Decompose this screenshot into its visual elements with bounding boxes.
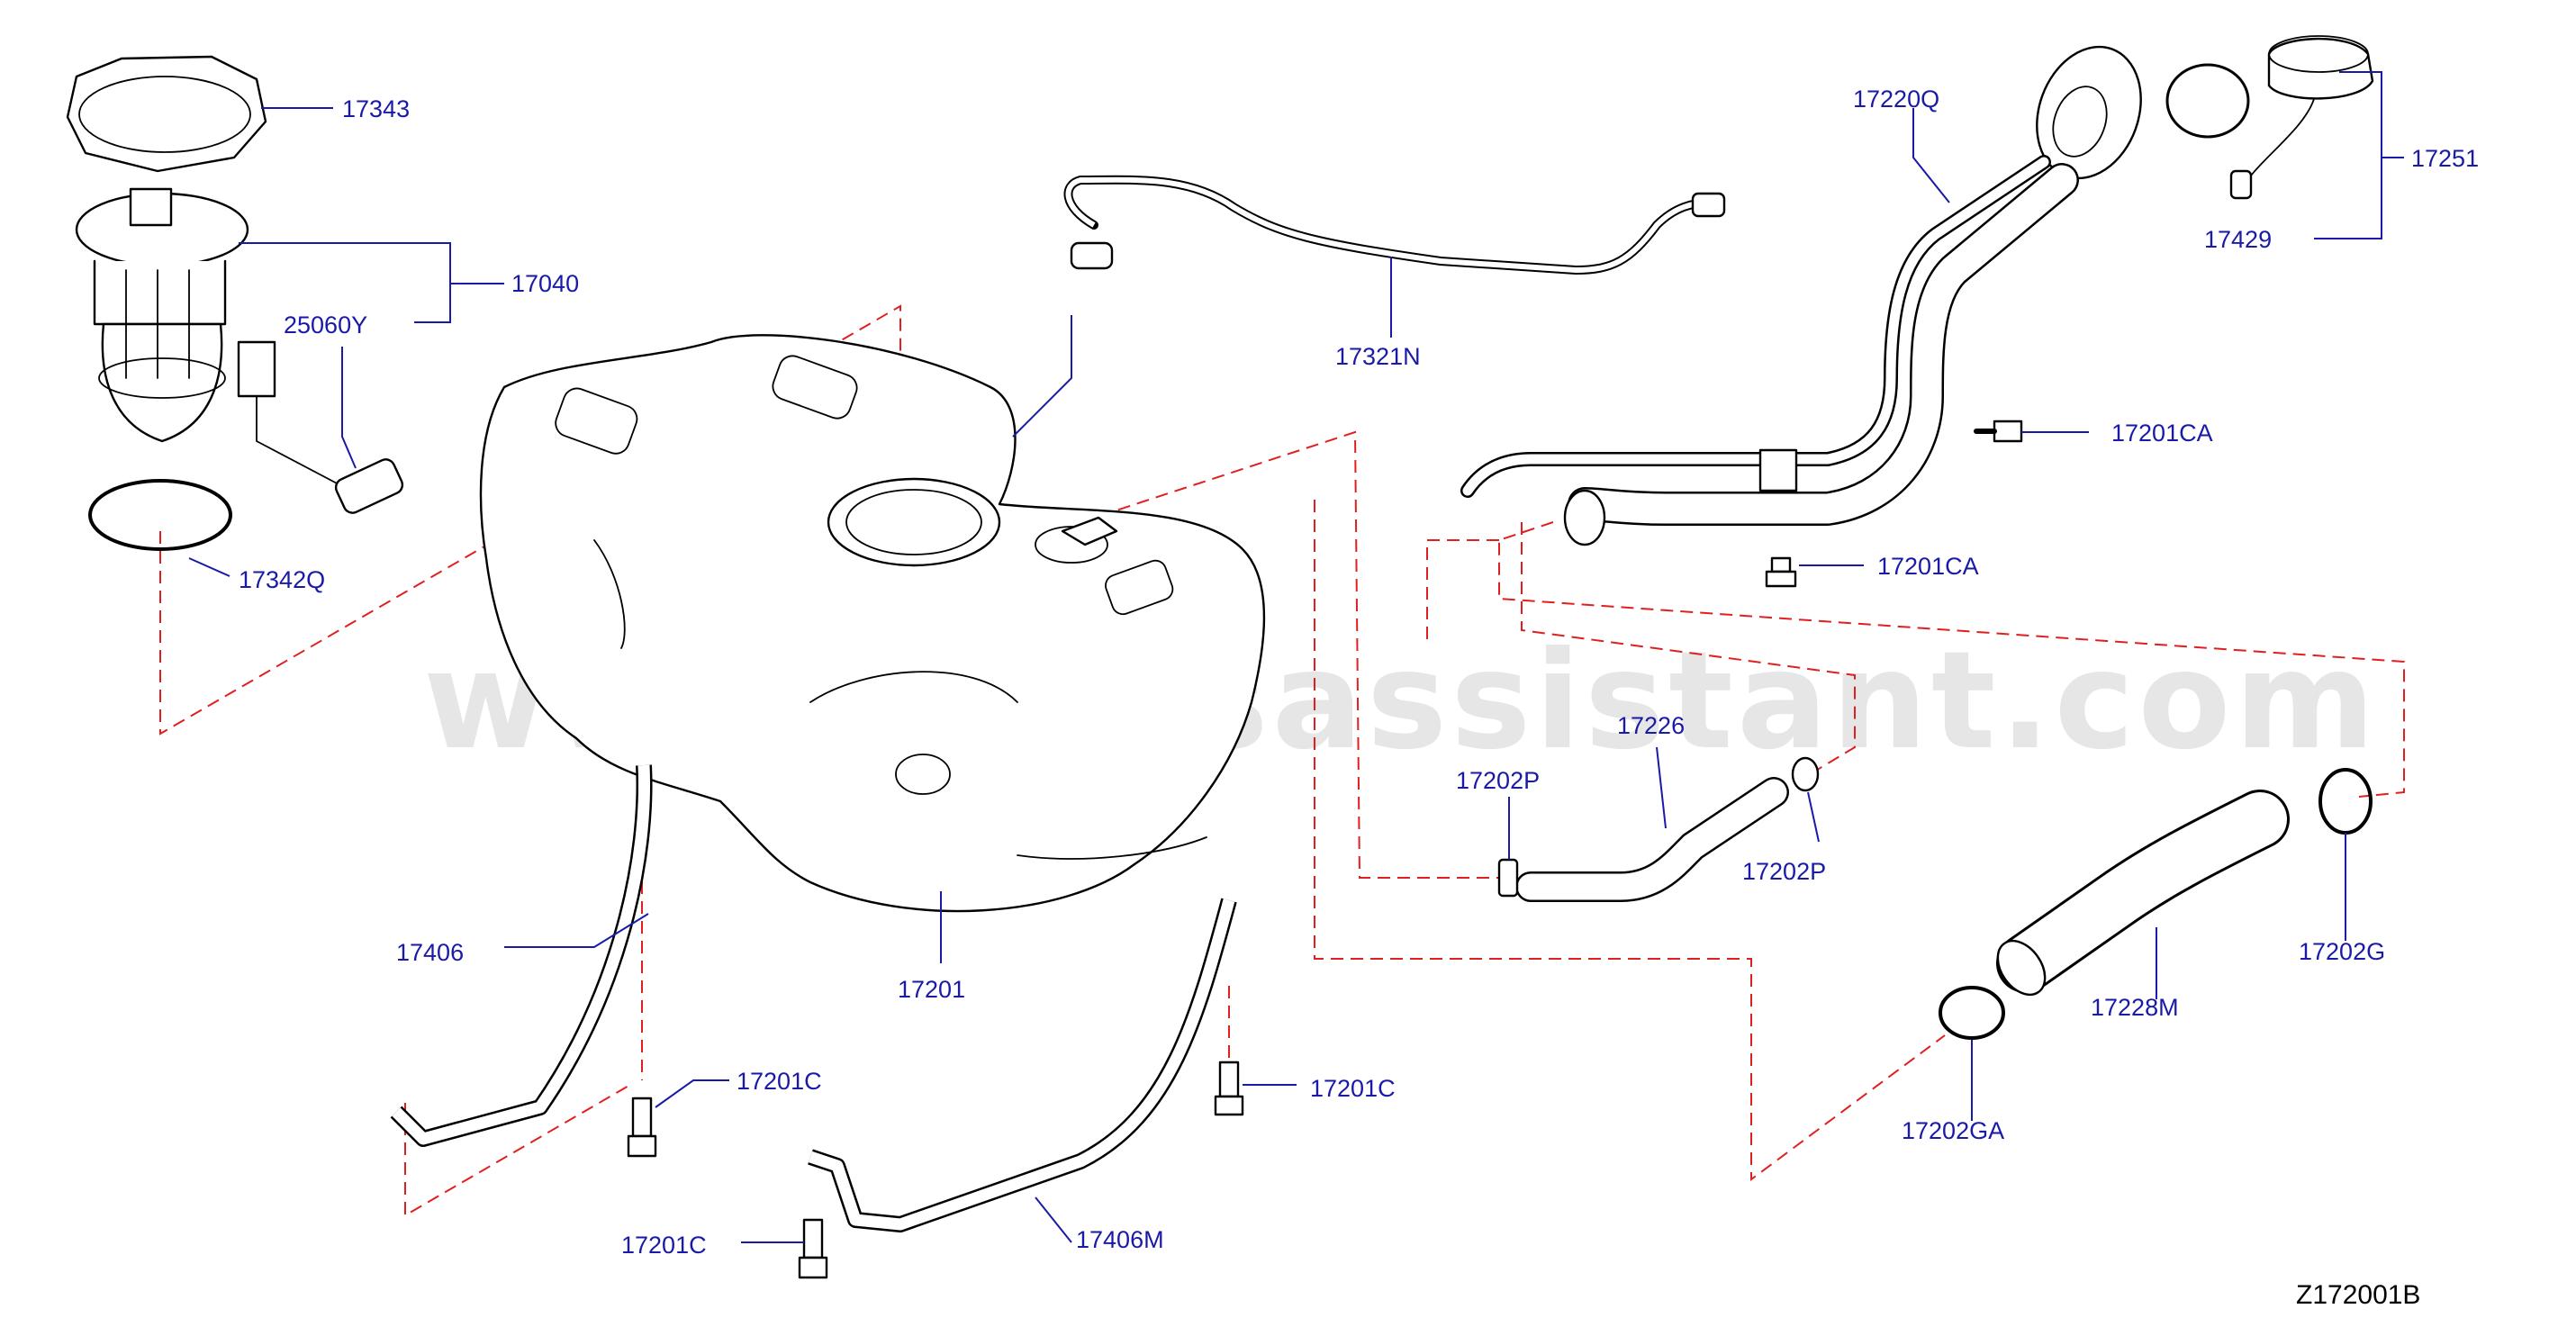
- callout-17321N: 17321N: [1335, 343, 1421, 370]
- part-17406-strap: [390, 764, 653, 1147]
- callout-17429: 17429: [2204, 226, 2272, 253]
- callout-17201C-right: 17201C: [1310, 1075, 1396, 1102]
- callout-17251: 17251: [2411, 145, 2479, 172]
- part-17228M-hose: [1996, 790, 2290, 997]
- callout-17342Q: 17342Q: [239, 566, 325, 593]
- callout-17201CA-top: 17201CA: [2111, 420, 2213, 447]
- part-17040-fuel-pump: [75, 187, 249, 443]
- callout-17220Q: 17220Q: [1853, 86, 1939, 113]
- callout-17343: 17343: [342, 95, 410, 122]
- part-17342Q-oring: [88, 479, 232, 551]
- callout-17201: 17201: [898, 976, 965, 1003]
- part-17201-fuel-tank: [479, 334, 1266, 913]
- leader-lines: [188, 71, 2404, 1243]
- callout-labels: 17343 17040 25060Y 17342Q 17321N 17220Q …: [239, 86, 2479, 1259]
- part-17201C-bolt-right: [1214, 1061, 1244, 1116]
- part-17201C-bolt-left: [627, 1097, 657, 1158]
- part-17343-plate: [66, 55, 267, 173]
- part-17321N-vent-tube: [1063, 175, 1726, 275]
- part-17406M-strap: [808, 898, 1237, 1232]
- callout-17202P-right: 17202P: [1742, 858, 1826, 885]
- callout-17201C-bottom: 17201C: [621, 1232, 707, 1259]
- callout-17202P-left: 17202P: [1456, 767, 1540, 794]
- diagram-code: Z172001B: [2296, 1280, 2420, 1310]
- callout-17406M: 17406M: [1076, 1226, 1164, 1253]
- callout-17202G: 17202G: [2299, 938, 2385, 965]
- callout-17228M: 17228M: [2091, 994, 2179, 1021]
- part-17202GA-clamp: [1939, 986, 2005, 1040]
- part-17201C-bolt-bottom: [798, 1218, 828, 1279]
- part-17226-hose: [1515, 756, 1820, 902]
- part-17201CA-bolt-upper: [1974, 420, 2023, 443]
- callout-17040: 17040: [511, 270, 579, 297]
- callout-17226: 17226: [1617, 712, 1685, 739]
- callout-17201C-left: 17201C: [737, 1068, 822, 1095]
- callout-17406: 17406: [396, 939, 464, 966]
- part-17251-fuel-cap: [2165, 35, 2374, 200]
- callout-17201CA-bottom: 17201CA: [1877, 553, 1979, 580]
- part-17201CA-bolt-lower: [1765, 556, 1797, 588]
- callout-25060Y: 25060Y: [284, 311, 367, 339]
- callout-17202GA: 17202GA: [1902, 1117, 2004, 1144]
- part-17220Q-filler-tube: [1460, 45, 2142, 546]
- part-17202P-clip-left: [1497, 858, 1519, 898]
- part-25060Y-level-sender: [237, 340, 404, 514]
